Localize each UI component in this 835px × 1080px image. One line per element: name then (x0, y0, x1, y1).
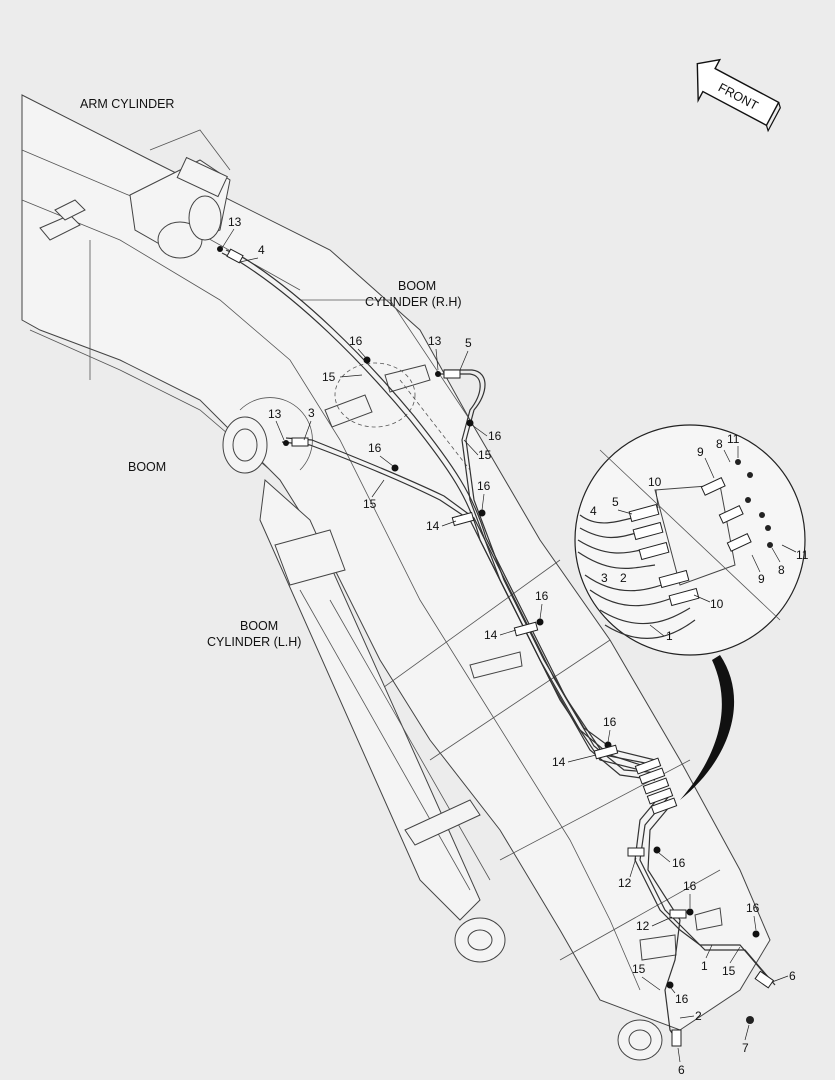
callout-1-lower: 1 (701, 959, 708, 973)
callout-16-h: 16 (683, 879, 697, 893)
callout-7: 7 (742, 1041, 749, 1055)
fittings (217, 246, 775, 1047)
detail-leader-wedge (680, 655, 735, 800)
callout-15-rh: 15 (322, 370, 336, 384)
callout-14-a: 14 (426, 519, 440, 533)
callout-3-lh: 3 (308, 406, 315, 420)
callout-6-bottom: 6 (678, 1063, 685, 1077)
callout-16-e: 16 (535, 589, 549, 603)
detail-callout-3: 3 (601, 571, 608, 585)
callout-4-arm: 4 (258, 243, 265, 257)
boom-cylinder-lh-label-1: BOOM (240, 619, 278, 633)
callout-13-arm: 13 (228, 215, 242, 229)
detail-view (574, 424, 806, 800)
callout-16-j: 16 (675, 992, 689, 1006)
boom-cylinder-rh-label-2: CYLINDER (R.H) (365, 295, 462, 309)
callout-16-b: 16 (488, 429, 502, 443)
detail-callout-2: 2 (620, 571, 627, 585)
detail-callout-5: 5 (612, 495, 619, 509)
detail-callout-9-bottom: 9 (758, 572, 765, 586)
callout-12-b: 12 (636, 919, 650, 933)
boom-label: BOOM (128, 460, 166, 474)
rh-cylinder-outline (334, 362, 416, 428)
callout-16-i: 16 (746, 901, 760, 915)
callout-12-a: 12 (618, 876, 632, 890)
callout-15-c: 15 (363, 497, 377, 511)
front-arrow: FRONT (696, 58, 781, 133)
detail-callout-8-bottom: 8 (778, 563, 785, 577)
callout-14-c: 14 (552, 755, 566, 769)
callout-5-rh: 5 (465, 336, 472, 350)
callout-16-d: 16 (477, 479, 491, 493)
detail-callout-10-top: 10 (648, 475, 662, 489)
detail-callout-1: 1 (666, 629, 673, 643)
detail-callout-4: 4 (590, 504, 597, 518)
detail-callout-11-bottom: 11 (796, 548, 809, 562)
callout-16-f: 16 (603, 715, 617, 729)
callout-6-right: 6 (789, 969, 796, 983)
callout-15-d: 15 (632, 962, 646, 976)
boom-cylinder-rh-label-1: BOOM (398, 279, 436, 293)
detail-callout-10-bottom: 10 (710, 597, 724, 611)
detail-callout-11-top: 11 (727, 432, 740, 446)
callout-13-rh: 13 (428, 334, 442, 348)
detail-callout-8-top: 8 (716, 437, 723, 451)
boom-cylinder-lh (259, 478, 506, 963)
callout-14-b: 14 (484, 628, 498, 642)
callout-16-g: 16 (672, 856, 686, 870)
callout-16-c: 16 (368, 441, 382, 455)
boom-structure (21, 94, 771, 1031)
callout-16-rh: 16 (349, 334, 363, 348)
boom-cylinder-lh-label-2: CYLINDER (L.H) (207, 635, 301, 649)
hose-routing (221, 249, 776, 1046)
callout-15-e: 15 (722, 964, 736, 978)
callout-13-lh: 13 (268, 407, 282, 421)
mounting-brackets (324, 364, 723, 1061)
part-callouts: 13 4 16 15 13 5 16 15 13 3 16 15 16 14 1… (221, 215, 809, 1077)
callout-2-lower: 2 (695, 1009, 702, 1023)
callout-15-b: 15 (478, 448, 492, 462)
arm-cylinder-label: ARM CYLINDER (80, 97, 174, 111)
detail-callout-9-top: 9 (697, 445, 704, 459)
